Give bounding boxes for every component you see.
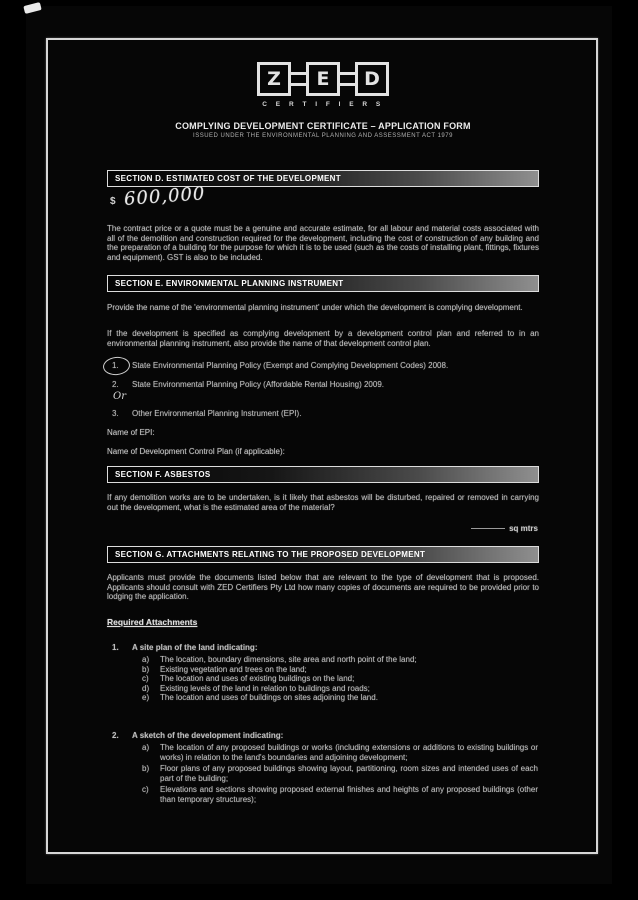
logo-connector [291,72,306,86]
attachment-1-item-b: b) Existing vegetation and trees on the … [142,665,538,675]
attachment-2-heading-text: A sketch of the development indicating: [132,731,284,740]
section-e-header: SECTION E. ENVIRONMENTAL PLANNING INSTRU… [107,275,539,292]
attachment-1-item-e: e) The location and uses of buildings on… [142,693,538,703]
section-d-header: SECTION D. ESTIMATED COST OF THE DEVELOP… [107,170,539,187]
attachment-2-item-a-text: The location of any proposed buildings o… [160,743,538,762]
attachment-2-item-b-label: b) [142,764,150,773]
epi-option-2-number: 2. [112,380,119,389]
form-title: COMPLYING DEVELOPMENT CERTIFICATE – APPL… [175,121,471,131]
currency-symbol: $ [110,196,116,207]
section-d-body: The contract price or a quote must be a … [107,224,539,262]
attachment-2-item-c-text: Elevations and sections showing proposed… [160,785,538,804]
logo-letter-d: D [355,62,389,96]
required-attachments-heading: Required Attachments [107,617,198,627]
attachment-2-item-a-label: a) [142,743,150,752]
scanned-paper [26,6,612,884]
attachment-1-heading-text: A site plan of the land indicating: [132,643,258,652]
asbestos-area-unit: sq mtrs [509,524,538,533]
epi-option-3-text: Other Environmental Planning Instrument … [132,409,302,418]
attachment-1-item-c-text: The location and uses of existing buildi… [160,674,355,683]
zed-logo: Z E D [107,62,539,96]
or-label: Or [113,391,126,402]
epi-option-3-number: 3. [112,409,119,418]
attachment-1-item-c: c) The location and uses of existing bui… [142,674,538,684]
section-f-body: If any demolition works are to be undert… [107,493,539,512]
section-e-note: If the development is specified as compl… [107,329,539,348]
attachment-1-number: 1. [112,643,119,652]
asbestos-area-field: sq mtrs [330,524,538,533]
section-g-header: SECTION G. ATTACHMENTS RELATING TO THE P… [107,546,539,563]
attachment-1-item-e-label: e) [142,693,150,702]
attachment-1-item-a-text: The location, boundary dimensions, site … [160,655,417,664]
form-subtitle: ISSUED UNDER THE ENVIRONMENTAL PLANNING … [193,133,453,139]
attachment-1-item-a-label: a) [142,655,150,664]
logo-letter-e: E [306,62,340,96]
dcp-name-label: Name of Development Control Plan (if app… [107,447,285,456]
page-border-frame [46,38,598,854]
attachment-1-item-c-label: c) [142,674,149,683]
attachment-2-item-c-label: c) [142,785,149,794]
attachment-1-item-d-label: d) [142,684,150,693]
epi-option-1: 1. State Environmental Planning Policy (… [112,361,538,371]
epi-option-1-text: State Environmental Planning Policy (Exe… [132,361,449,370]
epi-option-1-number: 1. [112,361,119,370]
section-g-body: Applicants must provide the documents li… [107,573,539,602]
logo-connector [340,72,355,86]
attachment-2-item-a: a) The location of any proposed building… [142,743,538,762]
attachment-1-item-e-text: The location and uses of buildings on si… [160,693,378,702]
attachment-2-item-c: c) Elevations and sections showing propo… [142,785,538,804]
attachment-1-item-d: d) Existing levels of the land in relati… [142,684,538,694]
logo-letter-z: Z [257,62,291,96]
section-e-intro: Provide the name of the 'environmental p… [107,303,523,312]
attachment-2-heading: 2. A sketch of the development indicatin… [112,731,538,741]
attachment-1-item-b-label: b) [142,665,150,674]
epi-option-2: 2. State Environmental Planning Policy (… [112,380,538,390]
attachment-2-item-b-text: Floor plans of any proposed buildings sh… [160,764,538,783]
logo-subtitle: C E R T I F I E R S [262,101,384,108]
epi-option-2-text: State Environmental Planning Policy (Aff… [132,380,384,389]
attachment-1-item-d-text: Existing levels of the land in relation … [160,684,370,693]
attachment-2-number: 2. [112,731,119,740]
epi-name-label: Name of EPI: [107,428,155,437]
attachment-1-item-a: a) The location, boundary dimensions, si… [142,655,538,665]
attachment-2-item-b: b) Floor plans of any proposed buildings… [142,764,538,783]
epi-option-3: 3. Other Environmental Planning Instrume… [112,409,538,419]
asbestos-area-blank-line [471,528,506,529]
attachment-1-item-b-text: Existing vegetation and trees on the lan… [160,665,307,674]
attachment-1-heading: 1. A site plan of the land indicating: [112,643,538,653]
section-f-header: SECTION F. ASBESTOS [107,466,539,483]
